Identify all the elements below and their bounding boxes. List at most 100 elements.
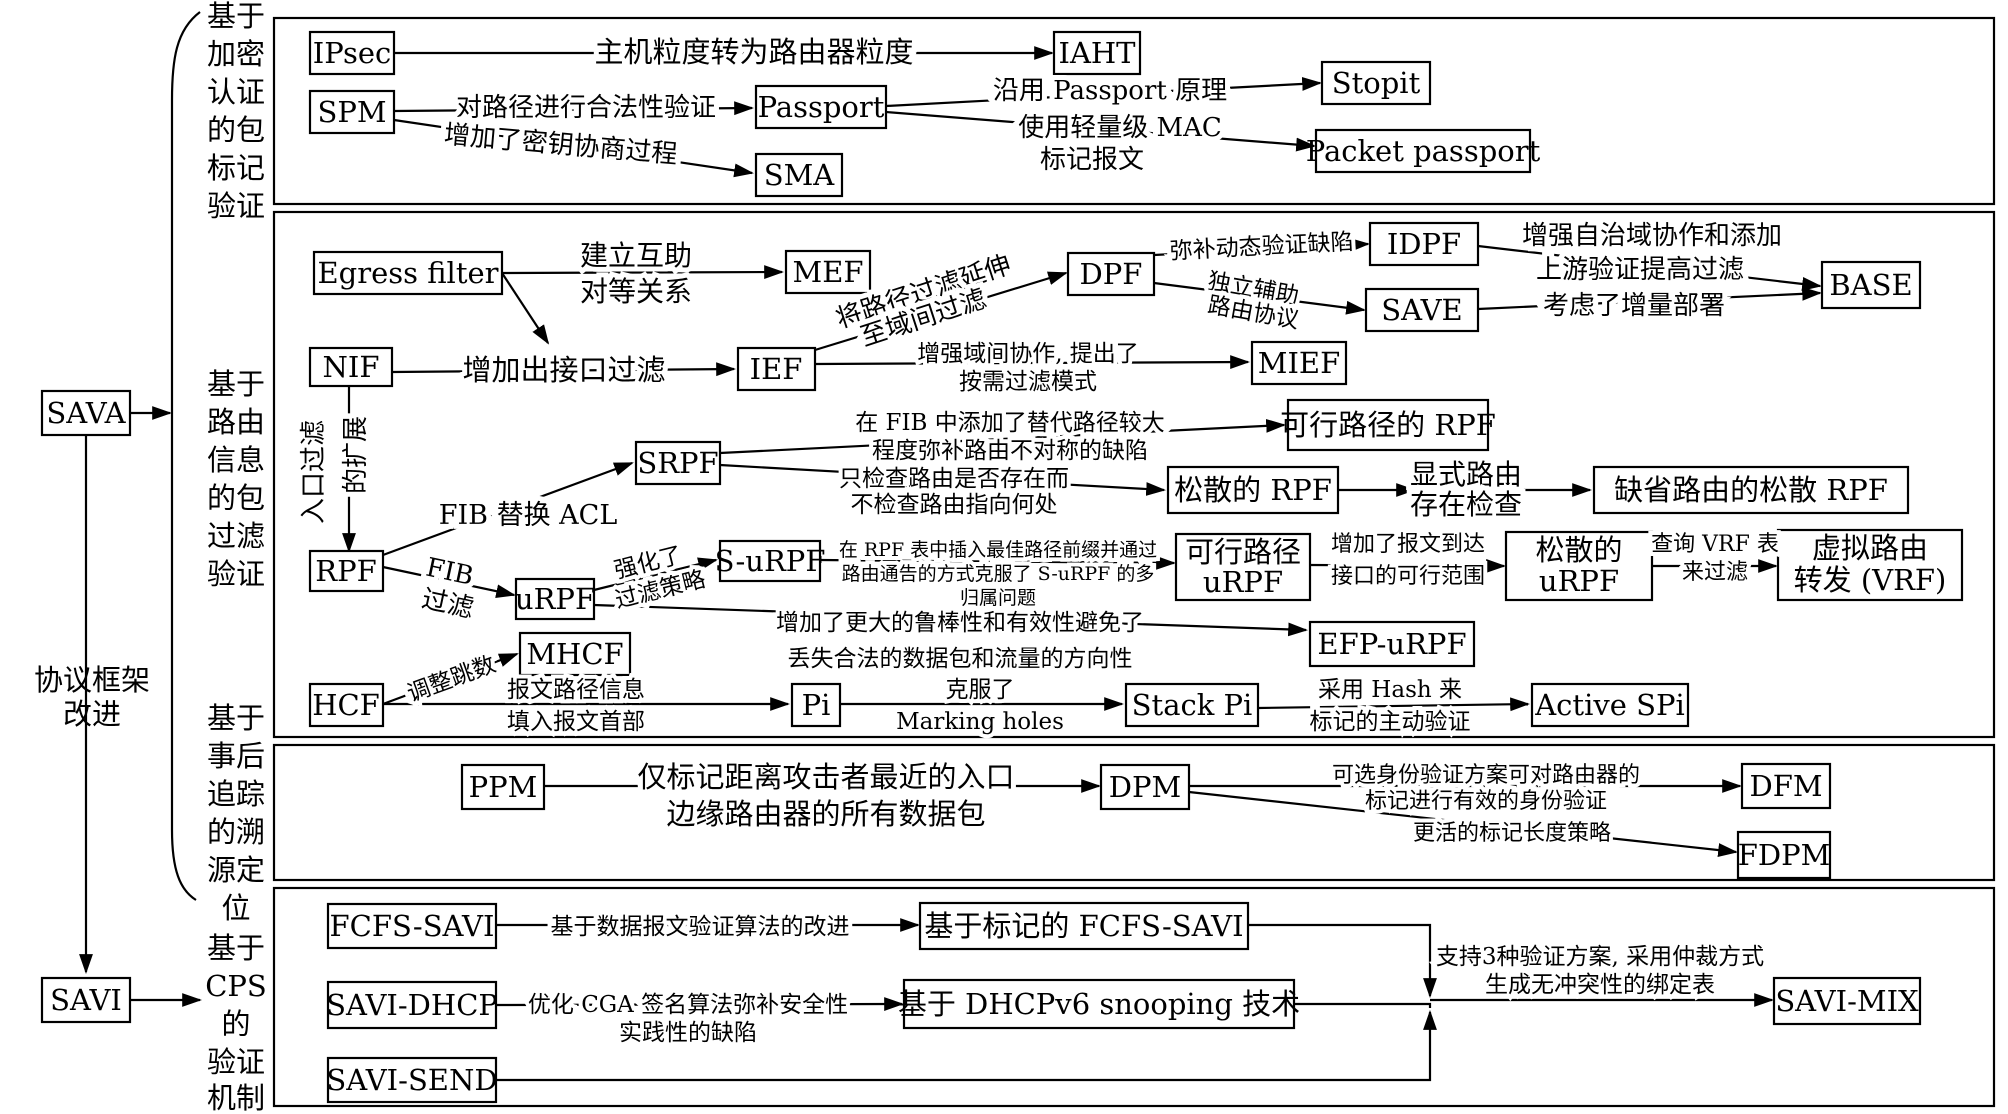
category-crypto-line: 标记: [207, 151, 265, 185]
node-urpf: uRPF: [514, 577, 596, 621]
node-packet-passport: Packet passport: [1306, 128, 1541, 174]
edge-label-line: 查询 VRF 表: [1651, 532, 1779, 557]
edge-label-line: 按需过滤模式: [959, 369, 1097, 395]
category-traceback-line: 基于: [207, 701, 265, 735]
node-label: IAHT: [1058, 36, 1136, 70]
category-traceback-line: 事后: [207, 739, 265, 773]
edge-label-line: 采用 Hash 来: [1318, 677, 1462, 703]
node-mief: MIEF: [1250, 340, 1348, 386]
edge-label-line: 边缘路由器的所有数据包: [666, 797, 985, 831]
node-mhcf: MHCF: [518, 631, 632, 677]
category-traceback-line: 的溯: [207, 815, 265, 849]
edge-label-line: 克服了: [946, 677, 1015, 703]
node-spm: SPM: [308, 89, 396, 135]
node-savi-mix: SAVI-MIX: [1772, 976, 1922, 1026]
category-crypto-line: 基于: [207, 0, 265, 33]
node-label: SAVI-MIX: [1775, 984, 1919, 1018]
category-cps-line: CPS: [205, 969, 267, 1003]
node-sava: SAVA: [40, 389, 132, 437]
node-default-loose-rpf: 缺省路由的松散 RPF: [1592, 465, 1910, 515]
connectors: [79, 11, 1822, 1082]
node-ief: IEF: [736, 346, 817, 392]
node-idpf: IDPF: [1368, 221, 1480, 267]
node-label: MIEF: [1258, 346, 1340, 380]
node-ipsec: IPsec: [308, 30, 396, 76]
edge-label-line: 丢失合法的数据包和流量的方向性: [788, 646, 1133, 672]
node-egress-filter: Egress filter: [312, 250, 504, 296]
edge-label-line: 标记的主动验证: [1310, 709, 1471, 735]
node-label: 缺省路由的松散 RPF: [1614, 473, 1888, 507]
edge-label-line: 在 FIB 中添加了替代路径较大: [855, 410, 1165, 436]
category-crypto-line: 的包: [207, 113, 265, 147]
node-active-spi: Active SPi: [1530, 682, 1690, 728]
node-passport: Passport: [754, 84, 888, 130]
node-label: Stopit: [1332, 66, 1421, 100]
node-feasible-rpf: 可行路径的 RPF: [1280, 398, 1496, 452]
node-nif: NIF: [308, 346, 394, 388]
node-dhcpv6: 基于 DHCPv6 snooping 技术: [898, 978, 1300, 1030]
node-label: S-uRPF: [715, 544, 826, 578]
node-iaht: IAHT: [1052, 30, 1142, 76]
edge-label: 基于数据报文验证算法的改进: [551, 914, 850, 940]
edge-label: 弥补动态验证缺陷: [1169, 229, 1354, 265]
edge-label-line: 优化 CGA 签名算法弥补安全性: [528, 992, 848, 1018]
category-crypto-line: 认证: [207, 75, 265, 109]
edge-label: FIB 替换 ACL: [439, 500, 618, 531]
node-dpm: DPM: [1099, 763, 1191, 811]
edge-label-line: 支持3种验证方案, 采用仲裁方式: [1436, 944, 1764, 970]
node-label: HCF: [312, 688, 380, 722]
node-fcfs-savi: FCFS-SAVI: [326, 902, 498, 950]
node-label: Egress filter: [317, 256, 498, 290]
edge-label-line: Marking holes: [896, 709, 1064, 735]
panel-cps: [272, 886, 1996, 1108]
edge-label-line: 在 RPF 表中插入最佳路径前缀并通过: [839, 539, 1157, 561]
edge-label-line: 来过滤: [1682, 560, 1748, 585]
category-routing-line: 的包: [207, 481, 265, 515]
edge-label-line: 对等关系: [580, 275, 692, 308]
node-rpf: RPF: [308, 549, 385, 593]
node-dfm: DFM: [1740, 762, 1832, 810]
node-label: SPM: [317, 95, 386, 129]
category-routing-line: 过滤: [207, 519, 265, 553]
edge-labels: 主机粒度转为路由器粒度 对路径进行合法性验证 增加了密钥协商过程 沿用 Pass…: [294, 30, 1787, 1050]
edge-label-line: 标记报文: [1040, 145, 1144, 175]
panel-crypto: [272, 16, 1996, 206]
category-traceback-line: 追踪: [207, 777, 265, 811]
edge-label-line: 显式路由: [1410, 458, 1522, 491]
edge-label-line: 填入报文首部: [507, 709, 645, 735]
edge-label-line: 入口过滤: [299, 420, 329, 524]
edge-label-line: 路由通告的方式克服了 S-uRPF 的多: [842, 563, 1155, 585]
edge-label: 对路径进行合法性验证: [456, 93, 716, 123]
node-boxes: SAVA SAVI IPsec IAHT SPM Passport Stopit…: [40, 30, 1964, 1104]
node-label: Stack Pi: [1132, 688, 1253, 722]
edge-label: 主机粒度转为路由器粒度: [594, 35, 913, 69]
node-label: MHCF: [526, 637, 623, 671]
category-traceback-line: 源定: [207, 853, 265, 887]
node-save: SAVE: [1364, 287, 1480, 333]
category-routing-line: 信息: [207, 443, 265, 477]
category-crypto-line: 加密: [207, 37, 265, 71]
node-loose-urpf: 松散的 uRPF: [1504, 530, 1654, 602]
node-srpf: SRPF: [634, 440, 722, 486]
node-label-line: 可行路径: [1185, 535, 1301, 569]
node-pi: Pi: [790, 682, 842, 728]
category-cps-line: 机制: [207, 1081, 265, 1114]
node-ppm: PPM: [460, 763, 546, 811]
edge-label-line: 接口的可行范围: [1331, 564, 1485, 589]
node-feasible-urpf: 可行路径 uRPF: [1174, 532, 1312, 602]
edge-label-line: 存在检查: [1410, 488, 1522, 521]
edge-label-line: 只检查路由是否存在而: [839, 466, 1069, 492]
edge-label-line: 使用轻量级 MAC: [1018, 113, 1222, 143]
panel-routing: [272, 210, 1996, 739]
framework-label-line: 协议框架: [34, 663, 150, 697]
node-label: SAVI-SEND: [326, 1063, 497, 1097]
category-cps-line: 验证: [207, 1045, 265, 1079]
edge-label-line: 增强域间协作, 提出了: [917, 341, 1139, 367]
node-label: FDPM: [1738, 838, 1831, 872]
edge-label-line: 增加了更大的鲁棒性和有效性避免了: [776, 610, 1144, 636]
edge-label: 增加出接口过滤: [462, 353, 665, 387]
node-label: 可行路径的 RPF: [1280, 408, 1496, 442]
category-routing-line: 路由: [207, 405, 265, 439]
category-labels: 基于 加密 认证 的包 标记 验证 基于 路由 信息 的包 过滤 验证 基于 事…: [205, 0, 267, 1114]
